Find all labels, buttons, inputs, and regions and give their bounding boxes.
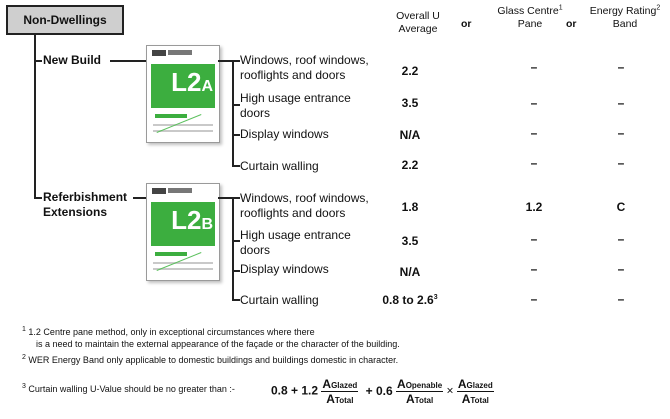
footnote-1: 1 1.2 Centre pane method, only in except… [22,326,400,349]
u-value-ref-display: N/A [399,265,421,279]
band-value-ref-curtain: – [617,292,625,306]
formula-times: × [446,383,454,398]
bracket-tick-1 [218,60,240,62]
document-l2b-image: L2B [146,183,220,281]
footnote-2: 2 WER Energy Band only applicable to dom… [22,354,399,365]
band-value-new-windows: – [617,60,625,74]
u-value-ref-windows: 1.8 [401,200,419,214]
formula-fraction-glazed-2: AGlazed ATotal [456,377,494,406]
glass-value-ref-display: – [530,262,538,276]
formula-fraction-openable: AOpenable ATotal [396,377,444,406]
glass-value-ref-curtain: – [530,292,538,306]
row-label-ref-doors: High usage entrance doors [240,228,351,257]
bracket-tick-3 [232,134,240,136]
band-value-new-curtain: – [617,156,625,170]
row-label-ref-windows: Windows, roof windows, rooflights and do… [240,191,369,220]
row-label-ref-curtain: Curtain walling [240,293,319,307]
glass-value-new-doors: – [530,96,538,110]
u-value-new-doors: 3.5 [401,96,419,110]
glass-value-ref-windows: 1.2 [525,200,543,214]
branch-label-refurbishment: Referbishment [43,190,128,204]
bracket-tick-5 [218,197,240,199]
bracket-tick-7 [232,270,240,272]
u-value-new-curtain: 2.2 [401,158,419,172]
u-value-new-windows: 2.2 [401,64,419,78]
bracket-tick-8 [232,299,240,301]
document-code-l2b: L2B [171,205,213,235]
glass-value-new-curtain: – [530,156,538,170]
bracket-tick-2 [232,104,240,106]
glass-value-ref-doors: – [530,232,538,246]
branch-connector-new-build [34,60,42,62]
u-value-ref-curtain: 0.8 to 2.63 [382,293,438,307]
bracket-tick-4 [232,165,240,167]
bracket-vertical-new-build [232,60,234,166]
bracket-vertical-refurbishment [232,197,234,300]
branch-line-new-build [110,60,146,62]
glass-value-new-windows: – [530,60,538,74]
row-label-new-doors: High usage entrance doors [240,91,351,120]
row-label-new-windows: Windows, roof windows, rooflights and do… [240,53,369,82]
document-l2a-image: L2A [146,45,220,143]
curtain-walling-formula: 0.8 + 1.2 AGlazed ATotal + 0.6 AOpenable… [271,377,494,406]
document-code-l2a: L2A [171,67,213,97]
row-label-new-curtain: Curtain walling [240,159,319,173]
band-value-new-doors: – [617,96,625,110]
root-label: Non-Dwellings [23,13,107,27]
header-glass-centre: Glass Centre1 Pane [497,4,563,31]
branch-label-extensions: Extensions [43,205,108,219]
row-label-ref-display: Display windows [240,262,329,276]
footnote-3: 3 Curtain walling U-Value should be no g… [22,383,235,394]
root-node: Non-Dwellings [6,5,124,35]
band-value-new-display: – [617,126,625,140]
u-value-new-display: N/A [399,128,421,142]
formula-term-1: 0.8 + 1.2 [271,383,319,398]
band-value-ref-windows: C [616,200,626,214]
header-overall-u: Overall U Average [396,10,440,35]
header-energy-rating: Energy Rating2 Band [589,4,661,31]
formula-term-2: + 0.6 [365,383,393,398]
header-or-1: or [461,18,472,30]
band-value-ref-doors: – [617,232,625,246]
bracket-tick-6 [232,240,240,242]
header-or-2: or [566,18,577,30]
row-label-new-display: Display windows [240,127,329,141]
branch-line-refurbishment [133,197,146,199]
branch-connector-refurbishment [34,197,42,199]
u-value-ref-doors: 3.5 [401,234,419,248]
glass-value-new-display: – [530,126,538,140]
formula-fraction-glazed: AGlazed ATotal [321,377,359,406]
branch-label-new-build: New Build [43,53,102,67]
band-value-ref-display: – [617,262,625,276]
trunk-line [34,35,36,198]
